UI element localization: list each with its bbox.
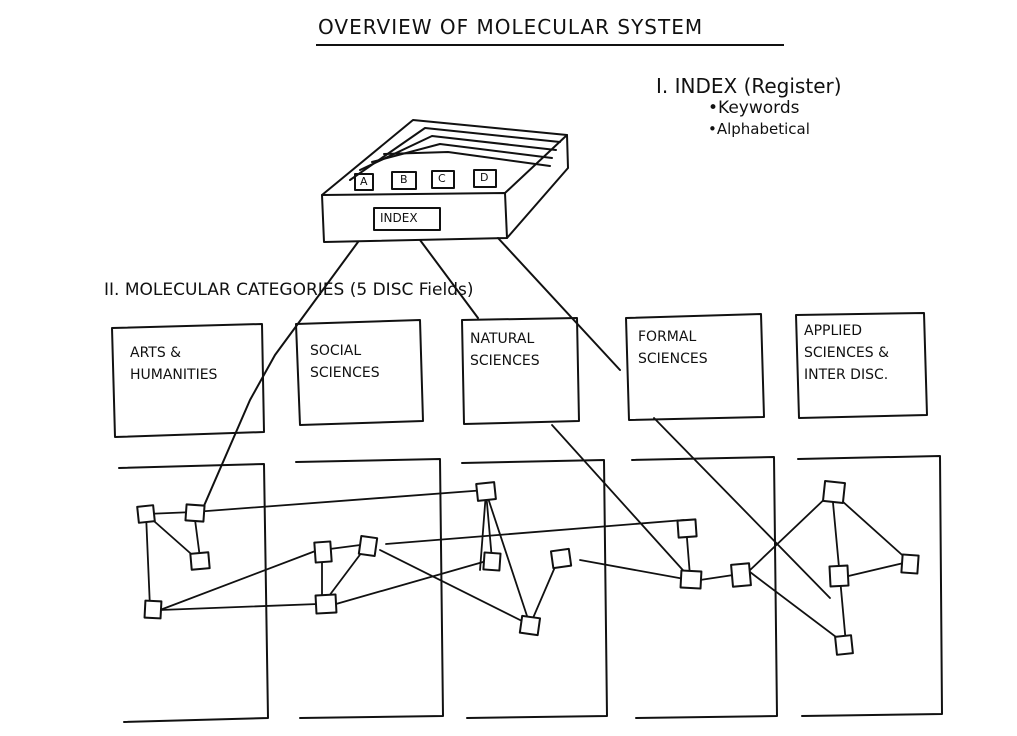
node [730, 562, 752, 588]
node [549, 547, 573, 570]
index-bullet-keywords: •Keywords [708, 98, 800, 118]
category-box-social [295, 319, 424, 426]
category-box-applied [795, 312, 928, 419]
category-line: SCIENCES [470, 353, 540, 369]
category-box-formal [625, 313, 765, 421]
node [900, 553, 920, 575]
category-line: NATURAL [470, 331, 535, 347]
diagram-title: OVERVIEW OF MOLECULAR SYSTEM [318, 15, 704, 39]
category-line: SCIENCES [638, 351, 708, 367]
node [482, 551, 502, 572]
node [518, 614, 542, 637]
node [313, 540, 333, 564]
category-label-formal: FORMAL SCIENCES [638, 326, 708, 370]
tab-a: A [360, 175, 368, 188]
index-connectors [199, 237, 621, 516]
category-line: ARTS & [130, 345, 182, 361]
field-columns [118, 455, 943, 723]
node [834, 634, 854, 656]
node [822, 480, 846, 504]
index-box-label: INDEX [380, 211, 418, 225]
category-box-arts [111, 323, 265, 438]
node [136, 504, 156, 524]
node [676, 518, 698, 539]
tab-d: D [480, 171, 489, 184]
node [828, 564, 850, 588]
index-bullet-alphabetical: •Alphabetical [708, 120, 810, 138]
category-label-natural: NATURAL SCIENCES [470, 328, 540, 372]
node-connections [145, 417, 911, 645]
index-card-box [321, 119, 569, 243]
node [143, 599, 163, 620]
category-box-natural [461, 317, 580, 425]
category-line: FORMAL [638, 329, 697, 345]
node [314, 593, 338, 615]
node [475, 481, 497, 502]
category-label-arts: ARTS & HUMANITIES [130, 342, 217, 386]
node [679, 569, 703, 590]
category-line: HUMANITIES [130, 367, 218, 383]
node [357, 534, 379, 558]
category-line: SOCIAL [310, 343, 362, 359]
category-label-applied: APPLIED SCIENCES & INTER DISC. [804, 320, 889, 386]
category-line: SCIENCES & [804, 345, 889, 361]
category-line: SCIENCES [310, 365, 380, 381]
tab-b: B [400, 173, 408, 186]
category-line: APPLIED [804, 323, 863, 339]
category-label-social: SOCIAL SCIENCES [310, 340, 380, 384]
category-boxes [111, 312, 928, 438]
category-line: INTER DISC. [804, 367, 889, 383]
nodes [136, 480, 920, 656]
tab-c: C [438, 172, 446, 185]
index-heading: I. INDEX (Register) [656, 74, 842, 98]
title-underline [316, 44, 784, 46]
node [189, 551, 211, 571]
categories-heading: II. MOLECULAR CATEGORIES (5 DISC Fields) [104, 280, 474, 300]
node [184, 503, 206, 523]
